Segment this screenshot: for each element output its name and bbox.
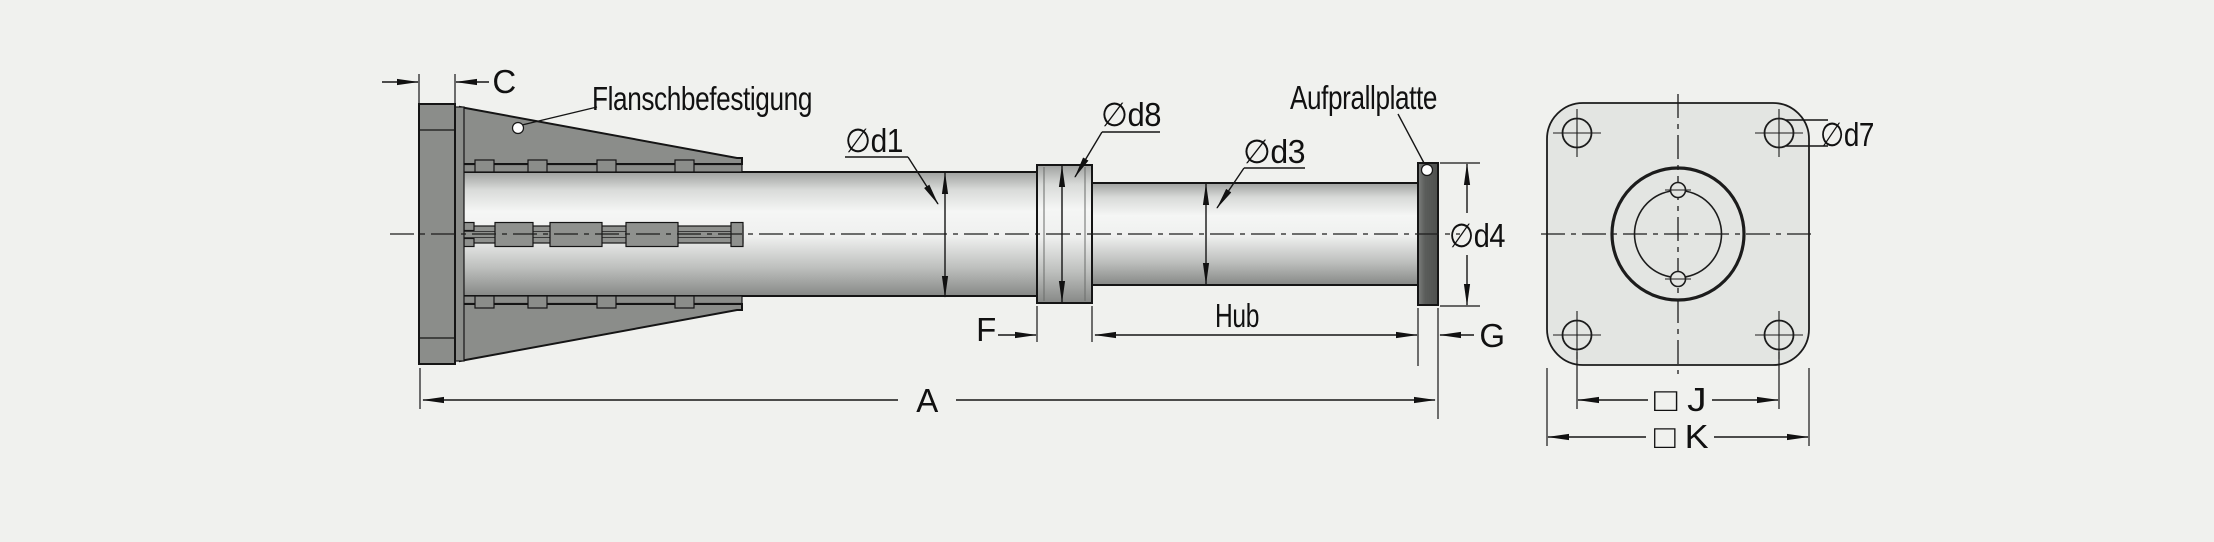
dim-k-label: □ K: [1654, 418, 1709, 455]
impact-plate-label: Aufprallplatte: [1290, 79, 1437, 116]
dim-hub-label: Hub: [1215, 297, 1259, 334]
front-view: ∅d7 □ J □ K: [1541, 94, 1875, 455]
callout-marker: [1420, 163, 1434, 177]
dim-d4: ∅d4: [1440, 162, 1506, 307]
dim-k: □ K: [1546, 368, 1810, 455]
dim-d1-label: ∅d1: [845, 122, 903, 159]
clamp-jaw-bottom: [459, 295, 743, 363]
dim-d4-label: ∅d4: [1449, 217, 1505, 254]
callout-marker: [511, 121, 525, 135]
dim-f-label: F: [976, 311, 996, 348]
callout-flange-mounting: Flanschbefestigung: [511, 80, 813, 135]
dim-a: A: [419, 368, 1436, 419]
dim-g: G: [1437, 308, 1505, 419]
dim-d1: ∅d1: [845, 122, 949, 298]
flange-mounting-label: Flanschbefestigung: [592, 80, 812, 117]
dim-hub: Hub: [1094, 297, 1419, 366]
dim-j: □ J: [1576, 352, 1780, 418]
dim-g-label: G: [1479, 317, 1504, 354]
mounting-holes: [1553, 109, 1803, 359]
dim-d8: ∅d8: [1058, 96, 1162, 303]
center-bore: [1610, 166, 1746, 302]
callout-impact-plate: Aufprallplatte: [1290, 79, 1438, 177]
dim-d3-label: ∅d3: [1243, 133, 1305, 170]
dim-j-label: □ J: [1654, 381, 1706, 418]
side-view: C Flanschbefestigung ∅d1 ∅d8 ∅d3: [382, 63, 1506, 419]
dim-d7-label: ∅d7: [1820, 116, 1874, 153]
dim-f: F: [976, 306, 1093, 348]
dim-d8-label: ∅d8: [1101, 96, 1161, 133]
dim-d7: ∅d7: [1786, 116, 1875, 153]
bore-outer-circle: [1610, 166, 1746, 302]
dim-c: C: [382, 63, 516, 130]
dim-c-label: C: [492, 63, 515, 100]
dim-a-label: A: [916, 382, 938, 419]
dim-d3: ∅d3: [1202, 133, 1306, 285]
